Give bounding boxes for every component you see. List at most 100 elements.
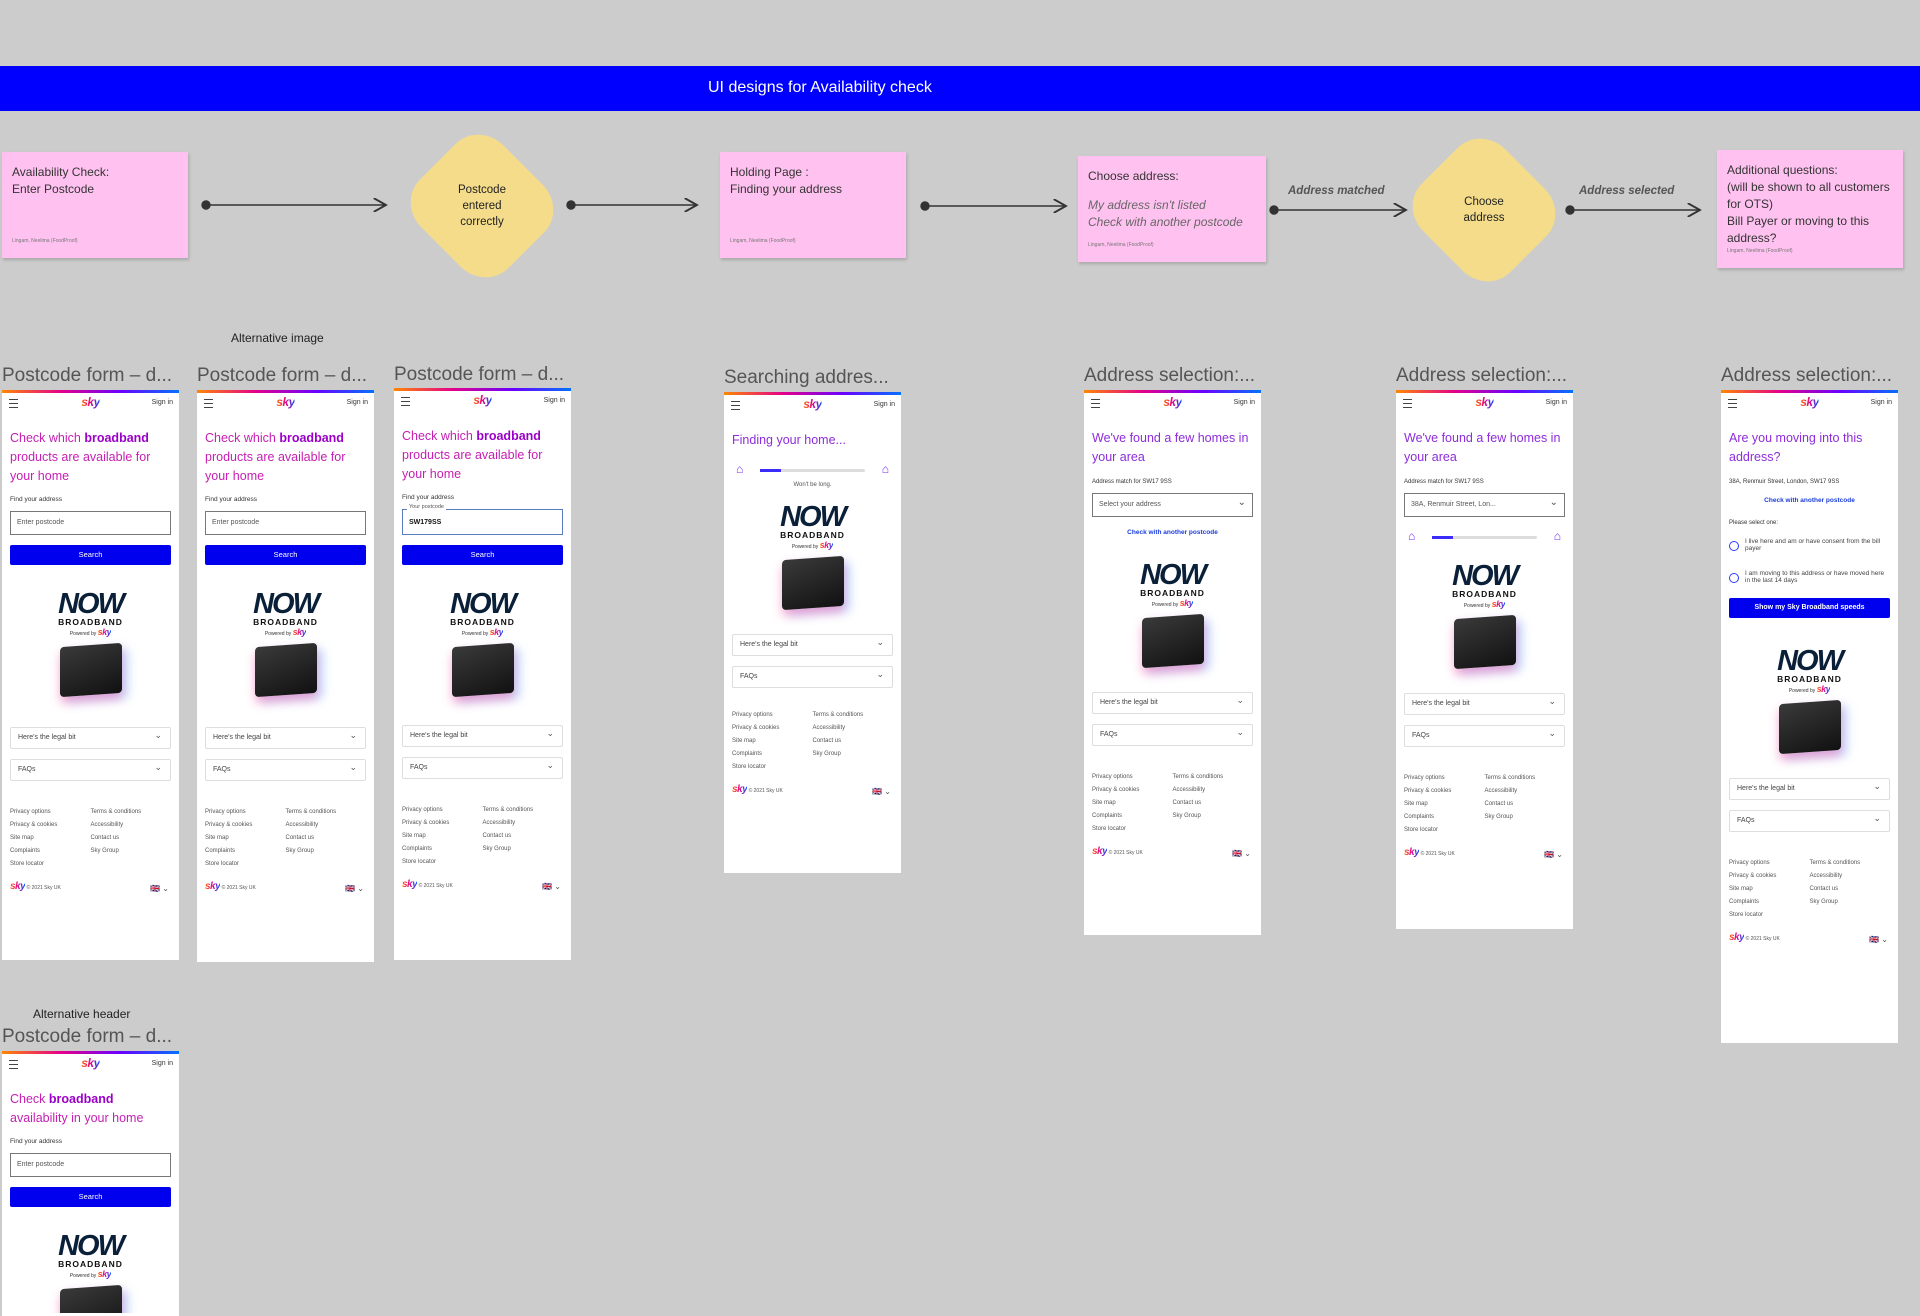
- legal-accordion[interactable]: Here's the legal bit: [732, 632, 893, 656]
- footer-link[interactable]: Privacy & cookies: [10, 822, 58, 828]
- faqs-accordion[interactable]: FAQs: [1404, 723, 1565, 747]
- language-flag-icon[interactable]: 🇬🇧 ⌄: [542, 882, 561, 891]
- check-another-postcode-link[interactable]: Check with another postcode: [1127, 529, 1218, 536]
- footer-link[interactable]: Privacy & cookies: [1092, 787, 1140, 793]
- radio-option-bill-payer[interactable]: I live here and am or have consent from …: [1729, 538, 1890, 552]
- footer-link[interactable]: Contact us: [812, 738, 842, 744]
- show-speeds-button[interactable]: Show my Sky Broadband speeds: [1729, 598, 1890, 618]
- postcode-input-filled[interactable]: Your postcode SW179SS: [402, 503, 563, 535]
- footer-link[interactable]: Complaints: [402, 846, 433, 852]
- menu-icon[interactable]: [731, 401, 740, 410]
- sticky-note-choose-address[interactable]: Choose address: My address isn't listed …: [1078, 156, 1266, 262]
- footer-link[interactable]: Privacy options: [732, 712, 773, 718]
- footer-link[interactable]: Store locator: [1404, 827, 1439, 833]
- footer-link[interactable]: Accessibility: [482, 820, 516, 826]
- legal-accordion[interactable]: Here's the legal bit: [1729, 776, 1890, 800]
- footer-link[interactable]: Site map: [732, 738, 756, 744]
- signin-link[interactable]: Sign in: [151, 399, 173, 406]
- signin-link[interactable]: Sign in: [1870, 399, 1892, 406]
- footer-link[interactable]: Terms & conditions: [90, 809, 142, 815]
- footer-link[interactable]: Terms & conditions: [812, 712, 864, 718]
- footer-link[interactable]: Terms & conditions: [1172, 774, 1224, 780]
- menu-icon[interactable]: [1403, 399, 1412, 408]
- decision-postcode-correct[interactable]: Postcode entered correctly: [396, 120, 568, 292]
- footer-link[interactable]: Privacy options: [205, 809, 246, 815]
- footer-link[interactable]: Store locator: [402, 859, 437, 865]
- footer-link[interactable]: Site map: [1729, 886, 1753, 892]
- faqs-accordion[interactable]: FAQs: [1092, 722, 1253, 746]
- footer-link[interactable]: Terms & conditions: [482, 807, 534, 813]
- footer-link[interactable]: Sky Group: [812, 751, 841, 757]
- menu-icon[interactable]: [204, 399, 213, 408]
- signin-link[interactable]: Sign in: [1233, 399, 1255, 406]
- address-select[interactable]: Select your address⌄: [1092, 493, 1253, 517]
- signin-link[interactable]: Sign in: [543, 397, 565, 404]
- footer-link[interactable]: Terms & conditions: [1484, 775, 1536, 781]
- signin-link[interactable]: Sign in: [1545, 399, 1567, 406]
- footer-link[interactable]: Accessibility: [1172, 787, 1206, 793]
- footer-link[interactable]: Privacy & cookies: [1404, 788, 1452, 794]
- footer-link[interactable]: Site map: [10, 835, 34, 841]
- sky-logo[interactable]: sky: [473, 393, 492, 407]
- legal-accordion[interactable]: Here's the legal bit: [205, 725, 366, 749]
- sky-logo[interactable]: sky: [1800, 395, 1819, 409]
- faqs-accordion[interactable]: FAQs: [1729, 808, 1890, 832]
- footer-link[interactable]: Store locator: [10, 861, 45, 867]
- language-flag-icon[interactable]: 🇬🇧 ⌄: [872, 787, 891, 796]
- footer-link[interactable]: Site map: [1092, 800, 1116, 806]
- footer-link[interactable]: Privacy & cookies: [732, 725, 780, 731]
- legal-accordion[interactable]: Here's the legal bit: [1404, 691, 1565, 715]
- search-button[interactable]: Search: [205, 545, 366, 565]
- sky-logo[interactable]: sky: [81, 395, 100, 409]
- footer-link[interactable]: Site map: [402, 833, 426, 839]
- language-flag-icon[interactable]: 🇬🇧 ⌄: [1869, 935, 1888, 944]
- sky-logo[interactable]: sky: [1163, 395, 1182, 409]
- footer-link[interactable]: Privacy options: [1729, 860, 1770, 866]
- footer-link[interactable]: Store locator: [732, 764, 767, 770]
- faqs-accordion[interactable]: FAQs: [402, 755, 563, 779]
- faqs-accordion[interactable]: FAQs: [732, 664, 893, 688]
- address-select[interactable]: 38A, Renmuir Street, Lon...⌄: [1404, 493, 1565, 517]
- menu-icon[interactable]: [9, 399, 18, 408]
- footer-link[interactable]: Sky Group: [285, 848, 314, 854]
- menu-icon[interactable]: [1091, 399, 1100, 408]
- faqs-accordion[interactable]: FAQs: [205, 757, 366, 781]
- sticky-note-enter-postcode[interactable]: Availability Check: Enter Postcode Linga…: [2, 152, 188, 258]
- menu-icon[interactable]: [401, 397, 410, 406]
- language-flag-icon[interactable]: 🇬🇧 ⌄: [150, 884, 169, 893]
- radio-option-moving[interactable]: I am moving to this address or have move…: [1729, 570, 1890, 584]
- footer-link[interactable]: Privacy options: [402, 807, 443, 813]
- search-button[interactable]: Search: [10, 1187, 171, 1207]
- postcode-input[interactable]: Enter postcode: [205, 511, 366, 535]
- faqs-accordion[interactable]: FAQs: [10, 757, 171, 781]
- footer-link[interactable]: Sky Group: [1172, 813, 1201, 819]
- footer-link[interactable]: Accessibility: [1484, 788, 1518, 794]
- sky-logo[interactable]: sky: [803, 397, 822, 411]
- footer-link[interactable]: Privacy options: [1092, 774, 1133, 780]
- signin-link[interactable]: Sign in: [873, 401, 895, 408]
- language-flag-icon[interactable]: 🇬🇧 ⌄: [1232, 849, 1251, 858]
- postcode-input[interactable]: Enter postcode: [10, 1153, 171, 1177]
- footer-link[interactable]: Sky Group: [1484, 814, 1513, 820]
- sky-logo[interactable]: sky: [81, 1056, 100, 1070]
- footer-link[interactable]: Accessibility: [90, 822, 124, 828]
- footer-link[interactable]: Privacy & cookies: [402, 820, 450, 826]
- legal-accordion[interactable]: Here's the legal bit: [1092, 690, 1253, 714]
- search-button[interactable]: Search: [10, 545, 171, 565]
- decision-choose-address[interactable]: Choose address: [1398, 124, 1570, 296]
- footer-link[interactable]: Complaints: [1092, 813, 1123, 819]
- footer-link[interactable]: Privacy options: [1404, 775, 1445, 781]
- footer-link[interactable]: Store locator: [1729, 912, 1764, 918]
- footer-link[interactable]: Site map: [205, 835, 229, 841]
- sky-logo[interactable]: sky: [276, 395, 295, 409]
- footer-link[interactable]: Complaints: [10, 848, 41, 854]
- signin-link[interactable]: Sign in: [346, 399, 368, 406]
- footer-link[interactable]: Complaints: [1404, 814, 1435, 820]
- footer-link[interactable]: Store locator: [205, 861, 240, 867]
- footer-link[interactable]: Accessibility: [285, 822, 319, 828]
- footer-link[interactable]: Privacy options: [10, 809, 51, 815]
- footer-link[interactable]: Accessibility: [1809, 873, 1843, 879]
- menu-icon[interactable]: [9, 1060, 18, 1069]
- search-button[interactable]: Search: [402, 545, 563, 565]
- footer-link[interactable]: Privacy & cookies: [205, 822, 253, 828]
